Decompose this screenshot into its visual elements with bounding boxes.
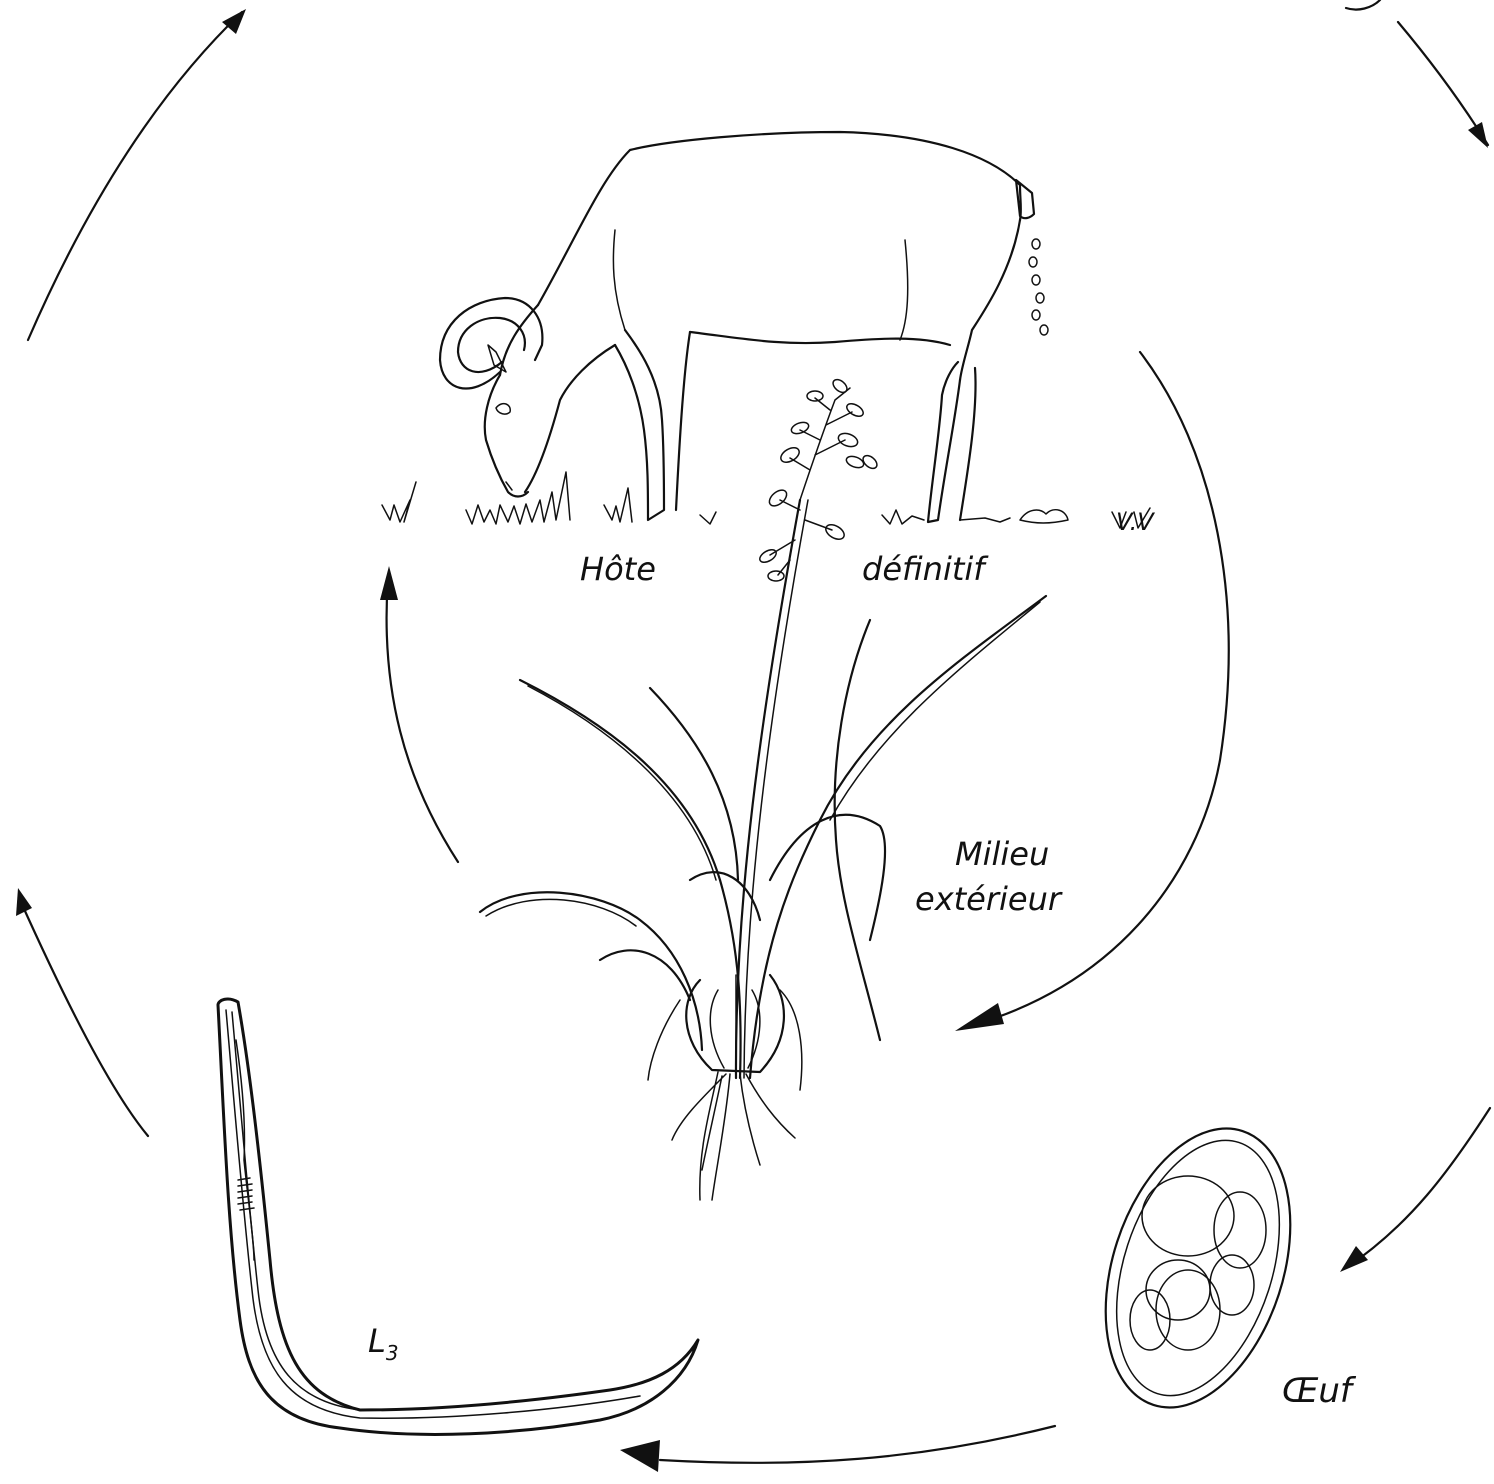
- leaf-left-mid: [650, 688, 738, 880]
- sheep-belly: [690, 332, 950, 345]
- sheep-flank: [900, 240, 908, 340]
- sheep-tail: [1016, 180, 1034, 218]
- larva-drawing: [218, 999, 698, 1434]
- sheep-hind-leg: [928, 362, 960, 522]
- sheep-back: [538, 132, 1021, 305]
- sheep-hind-leg-back: [960, 368, 976, 520]
- larva-label-subscript: 3: [386, 1341, 399, 1365]
- plant-panicle: [770, 388, 852, 575]
- larva-label-letter: L: [368, 1322, 386, 1360]
- arc-right: [962, 352, 1229, 1028]
- leaf-long-left: [520, 680, 741, 1078]
- environment-label-line2: extérieur: [915, 880, 1063, 918]
- grass-tuft-1: [382, 482, 416, 522]
- sheep-horn-outer: [440, 298, 542, 389]
- arrow-head-left: [16, 888, 32, 916]
- sheep-front-leg-inner: [676, 332, 690, 510]
- grass-tuft-3: [604, 488, 632, 522]
- grass-tuft-4: [700, 512, 716, 524]
- arrow-head-top-right: [1468, 122, 1488, 148]
- sheep-droppings: [1029, 239, 1048, 335]
- sheep-drawing: [440, 132, 1048, 522]
- arrow-head-right: [955, 1003, 1004, 1031]
- larva-body-outer: [218, 999, 698, 1434]
- grass-plant: [480, 377, 1046, 1200]
- larva-body-inner-1: [226, 1010, 640, 1418]
- leaf-curl-left-2: [486, 899, 636, 926]
- larva-label: L3: [368, 1322, 399, 1365]
- leaf-curl-left: [480, 892, 702, 1050]
- arrow-head-bottom-right: [1340, 1246, 1368, 1272]
- grass-tuft-6: [960, 518, 1010, 522]
- host-label-word1: Hôte: [580, 550, 656, 588]
- plant-roots: [672, 1072, 795, 1200]
- dung-pile: [1020, 510, 1068, 523]
- grass-tuft-2: [466, 472, 570, 524]
- arrow-head-top-left: [222, 9, 246, 34]
- leaf-right-mid: [835, 620, 880, 1040]
- host-label-word2: définitif: [862, 550, 989, 588]
- arc-bottom: [660, 1426, 1055, 1463]
- arc-top-left: [28, 12, 242, 340]
- sheep-front-leg: [615, 330, 664, 520]
- partial-circle-top: [1346, 0, 1380, 10]
- sheep-neck-bottom: [525, 345, 615, 492]
- leaf-lower-left: [600, 950, 690, 1000]
- outer-cycle-arrows: [16, 9, 1490, 1472]
- arc-bottom-right: [1346, 1108, 1490, 1268]
- larva-body-inner-2: [232, 1012, 360, 1410]
- leaf-fold-right: [770, 815, 885, 940]
- ground-line: [382, 472, 1150, 528]
- leaf-right-top-2: [830, 602, 1040, 820]
- sheep-shoulder: [613, 230, 625, 330]
- environment-label-line1: Milieu: [955, 835, 1049, 873]
- sheep-eye: [496, 404, 510, 414]
- leaf-long-left-2: [528, 686, 716, 880]
- arc-inner-left: [387, 578, 458, 862]
- sheep-rump: [960, 220, 1020, 380]
- sheep-head: [485, 375, 528, 497]
- egg-label: Œuf: [1282, 1371, 1357, 1411]
- sheep-neck-top: [500, 305, 538, 375]
- arc-left: [20, 900, 148, 1136]
- arrow-head-inner-left: [380, 566, 398, 600]
- sheep-horn-inner: [458, 318, 525, 372]
- arrow-head-bottom: [620, 1440, 660, 1472]
- grass-tuft-5: [882, 510, 924, 524]
- corner-mark: V.V: [1116, 508, 1155, 536]
